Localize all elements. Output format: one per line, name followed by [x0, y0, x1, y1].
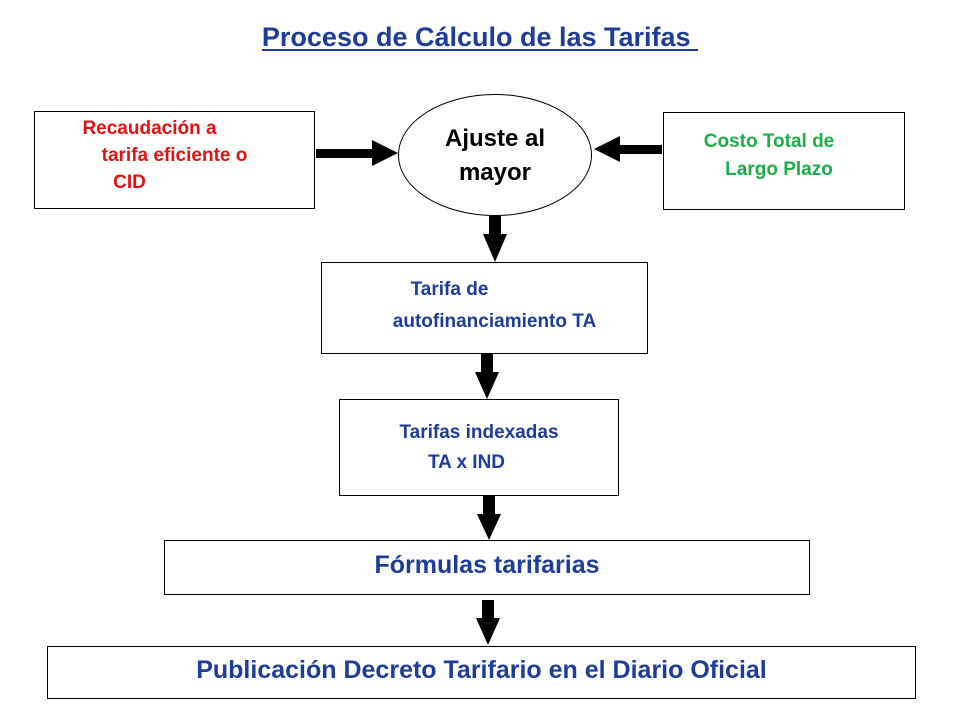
arrow-recaudacion-to-ajuste	[316, 140, 398, 166]
node-recaudacion	[34, 111, 315, 209]
arrow-tarifa-to-indexadas	[475, 354, 499, 399]
node-tarifas-indexadas	[339, 399, 619, 496]
node-formulas-tarifarias-label: Fórmulas tarifarias	[374, 551, 600, 579]
arrow-ajuste-to-tarifa	[483, 216, 507, 262]
node-publicacion-label: Publicación Decreto Tarifario en el Diar…	[196, 656, 767, 684]
node-ajuste	[398, 94, 592, 216]
node-tarifa-autofinanciamiento-label: Tarifa de autofinanciamiento TA	[392, 279, 597, 332]
node-recaudacion-label: Recaudación a tarifa eficiente o CID	[82, 118, 248, 193]
arrow-formulas-to-publicacion	[476, 600, 500, 645]
node-tarifa-autofinanciamiento	[321, 262, 648, 354]
diagram-title: Proceso de Cálculo de las Tarifas	[261, 22, 699, 52]
node-tarifas-indexadas-label: Tarifas indexadas TA x IND	[399, 422, 559, 473]
node-formulas-tarifarias	[164, 540, 810, 595]
arrow-costo-to-ajuste	[594, 136, 662, 162]
arrow-indexadas-to-formulas	[477, 496, 501, 540]
node-ajuste-label: Ajuste al mayor	[444, 125, 546, 186]
node-costo	[663, 112, 905, 210]
node-costo-label: Costo Total de Largo Plazo	[703, 131, 835, 180]
node-publicacion	[47, 646, 916, 699]
